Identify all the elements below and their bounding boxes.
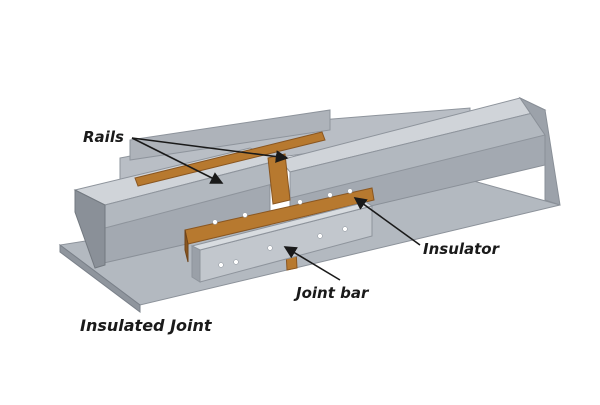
diagram-title: Insulated Joint (80, 316, 212, 335)
rail-foot-edge (59, 244, 141, 313)
bolt-icon (218, 262, 224, 268)
joint-bar-leader (283, 246, 341, 281)
bolt-icon (317, 233, 323, 239)
joint-bar-label: Joint bar (296, 284, 369, 302)
bolt-icon (242, 212, 248, 218)
leader-lines (131, 137, 421, 281)
rails-label: Rails (83, 128, 124, 146)
bolt-icon (342, 226, 348, 232)
insulator (134, 131, 375, 271)
insulator-leader (353, 197, 421, 246)
bolts (212, 188, 353, 268)
insulator-lower-side (184, 229, 189, 263)
bolt-icon (297, 199, 303, 205)
bolt-icon (267, 245, 273, 251)
rails-leader-left (131, 137, 224, 184)
bolt-icon (212, 219, 218, 225)
insulator-top-strip (134, 131, 326, 187)
bolt-icon (327, 192, 333, 198)
joint-bar-end (191, 245, 201, 283)
insulator-label: Insulator (423, 240, 500, 258)
bolt-icon (233, 259, 239, 265)
bolt-icon (347, 188, 353, 194)
front-rail-right (279, 96, 561, 226)
joint-bar (190, 201, 374, 283)
rails-leader-right (131, 137, 289, 163)
back-rail-head (129, 109, 331, 161)
